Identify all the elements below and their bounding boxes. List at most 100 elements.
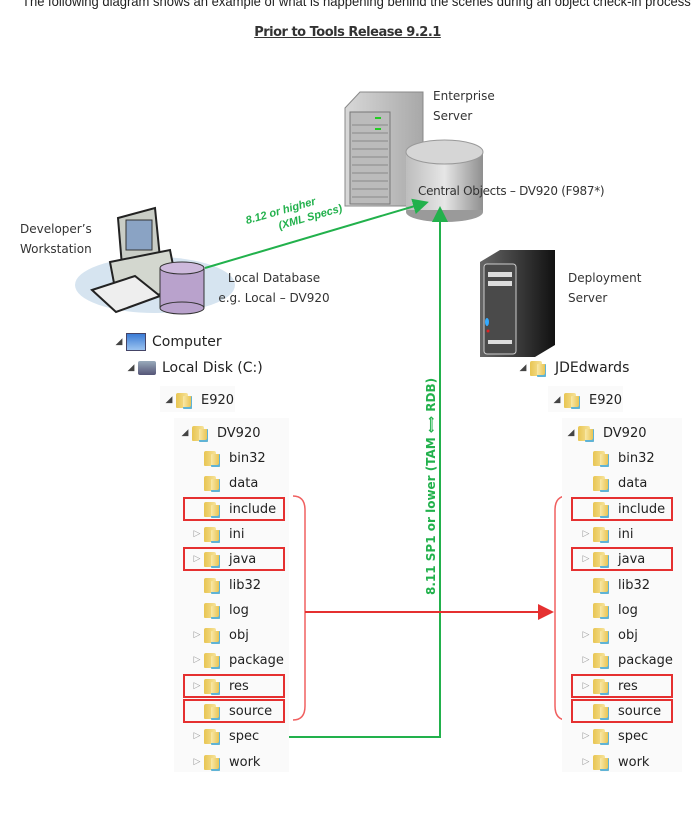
tree-item-log[interactable]: log (581, 599, 638, 621)
highlight-box-res (571, 674, 673, 698)
folder-icon (593, 576, 610, 594)
tree-item-java[interactable]: ▷java (192, 548, 256, 570)
tree-item-label: obj (618, 627, 638, 643)
local-database-icon (159, 261, 205, 315)
expand-icon[interactable]: ▷ (582, 731, 590, 741)
tree-item-label: DV920 (217, 425, 261, 441)
tree-item-include[interactable]: include (581, 498, 665, 520)
tree-item-res[interactable]: ▷res (581, 675, 638, 697)
tree-item-e920[interactable]: ◢ E920 (164, 389, 234, 411)
expand-icon[interactable]: ▷ (193, 681, 201, 691)
folder-icon (204, 753, 221, 771)
collapse-icon[interactable]: ◢ (519, 363, 527, 373)
local-db-label: Local Database e.g. Local – DV920 (214, 268, 334, 308)
tree-item-data[interactable]: data (581, 472, 647, 494)
tree-item-lib32[interactable]: lib32 (581, 574, 650, 596)
expand-icon[interactable]: ▷ (582, 655, 590, 665)
local-db-label-line2: e.g. Local – DV920 (218, 291, 330, 305)
expand-icon[interactable]: ▷ (582, 554, 590, 564)
collapse-icon[interactable]: ◢ (115, 337, 123, 347)
folder-icon (564, 391, 581, 409)
folder-icon (204, 651, 221, 669)
tree-item-obj[interactable]: ▷ obj (581, 624, 638, 646)
computer-icon (126, 333, 146, 351)
tam-rdb-arrow (270, 206, 448, 738)
expand-icon[interactable]: ▷ (193, 529, 201, 539)
right-tree-bg (562, 418, 682, 772)
highlight-box-java (571, 547, 673, 571)
collapse-icon[interactable]: ◢ (181, 428, 189, 438)
tree-item-data[interactable]: data (192, 472, 258, 494)
tree-item-label: E920 (589, 392, 623, 408)
expand-icon[interactable]: ▷ (582, 630, 590, 640)
highlight-box-java (183, 547, 285, 571)
tree-item-log[interactable]: log (192, 599, 249, 621)
tree-item-e920[interactable]: ◢ E920 (552, 389, 622, 411)
tree-item-package[interactable]: ▷ package (192, 649, 284, 671)
workstation-label-line1: Developer’s (20, 222, 92, 236)
expand-icon[interactable]: ▷ (193, 630, 201, 640)
tree-item-dv920[interactable]: ◢ DV920 (180, 422, 261, 444)
right-brace (554, 495, 568, 721)
folder-icon (578, 424, 595, 442)
collapse-icon[interactable]: ◢ (553, 395, 561, 405)
expand-icon[interactable]: ▷ (193, 655, 201, 665)
enterprise-server-label-line1: Enterprise (433, 89, 495, 103)
tree-item-spec[interactable]: ▷spec (581, 725, 648, 747)
tree-item-include[interactable]: include (192, 498, 276, 520)
tree-item-label: java (618, 551, 646, 567)
expand-icon[interactable]: ▷ (582, 529, 590, 539)
expand-icon[interactable]: ▷ (582, 681, 590, 691)
tree-item-jdedwards[interactable]: ◢ JDEdwards (518, 357, 629, 379)
folder-icon (593, 626, 610, 644)
tree-item-label: package (229, 652, 284, 668)
highlight-box-source (571, 699, 673, 723)
tree-item-computer[interactable]: ◢ Computer (114, 331, 222, 353)
folder-icon (593, 500, 610, 518)
collapse-icon[interactable]: ◢ (567, 428, 575, 438)
tree-item-label: bin32 (618, 450, 655, 466)
tree-item-ini[interactable]: ▷ini (192, 523, 244, 545)
tree-item-lib32[interactable]: lib32 (192, 574, 261, 596)
folder-icon (593, 525, 610, 543)
expand-icon[interactable]: ▷ (582, 757, 590, 767)
tree-item-local-disk[interactable]: ◢ Local Disk (C:) (126, 357, 263, 379)
tree-item-work[interactable]: ▷work (581, 751, 649, 773)
folder-icon (204, 500, 221, 518)
tree-item-res[interactable]: ▷res (192, 675, 249, 697)
deployment-server-label: Deployment Server (568, 268, 641, 308)
tree-item-label: bin32 (229, 450, 266, 466)
expand-icon[interactable]: ▷ (193, 757, 201, 767)
folder-icon (204, 677, 221, 695)
folder-icon (593, 727, 610, 745)
tree-item-java[interactable]: ▷ java (581, 548, 645, 570)
folder-icon (593, 753, 610, 771)
tree-item-bin32[interactable]: bin32 (192, 447, 266, 469)
folder-icon (204, 727, 221, 745)
highlight-box-source (183, 699, 285, 723)
tree-item-spec[interactable]: ▷spec (192, 725, 259, 747)
tree-item-obj[interactable]: ▷obj (192, 624, 249, 646)
tree-item-bin32[interactable]: bin32 (581, 447, 655, 469)
expand-icon[interactable]: ▷ (193, 554, 201, 564)
xml-specs-arrow (204, 198, 429, 269)
tree-item-source[interactable]: source (192, 700, 272, 722)
tree-item-label: include (618, 501, 666, 517)
expand-icon[interactable]: ▷ (193, 731, 201, 741)
tree-item-package[interactable]: ▷package (581, 649, 673, 671)
folder-icon (204, 474, 221, 492)
tree-item-work[interactable]: ▷work (192, 751, 260, 773)
collapse-icon[interactable]: ◢ (165, 395, 173, 405)
folder-icon (593, 601, 610, 619)
folder-icon (593, 677, 610, 695)
intro-text: The following diagram shows an example o… (22, 0, 695, 9)
tree-item-ini[interactable]: ▷ini (581, 523, 633, 545)
folder-icon (176, 391, 193, 409)
tree-item-dv920[interactable]: ◢ DV920 (566, 422, 647, 444)
highlight-box-include (183, 497, 285, 521)
folder-icon (593, 651, 610, 669)
local-db-label-line1: Local Database (227, 271, 321, 285)
tree-item-source[interactable]: source (581, 700, 661, 722)
collapse-icon[interactable]: ◢ (127, 363, 135, 373)
folder-icon (192, 424, 209, 442)
